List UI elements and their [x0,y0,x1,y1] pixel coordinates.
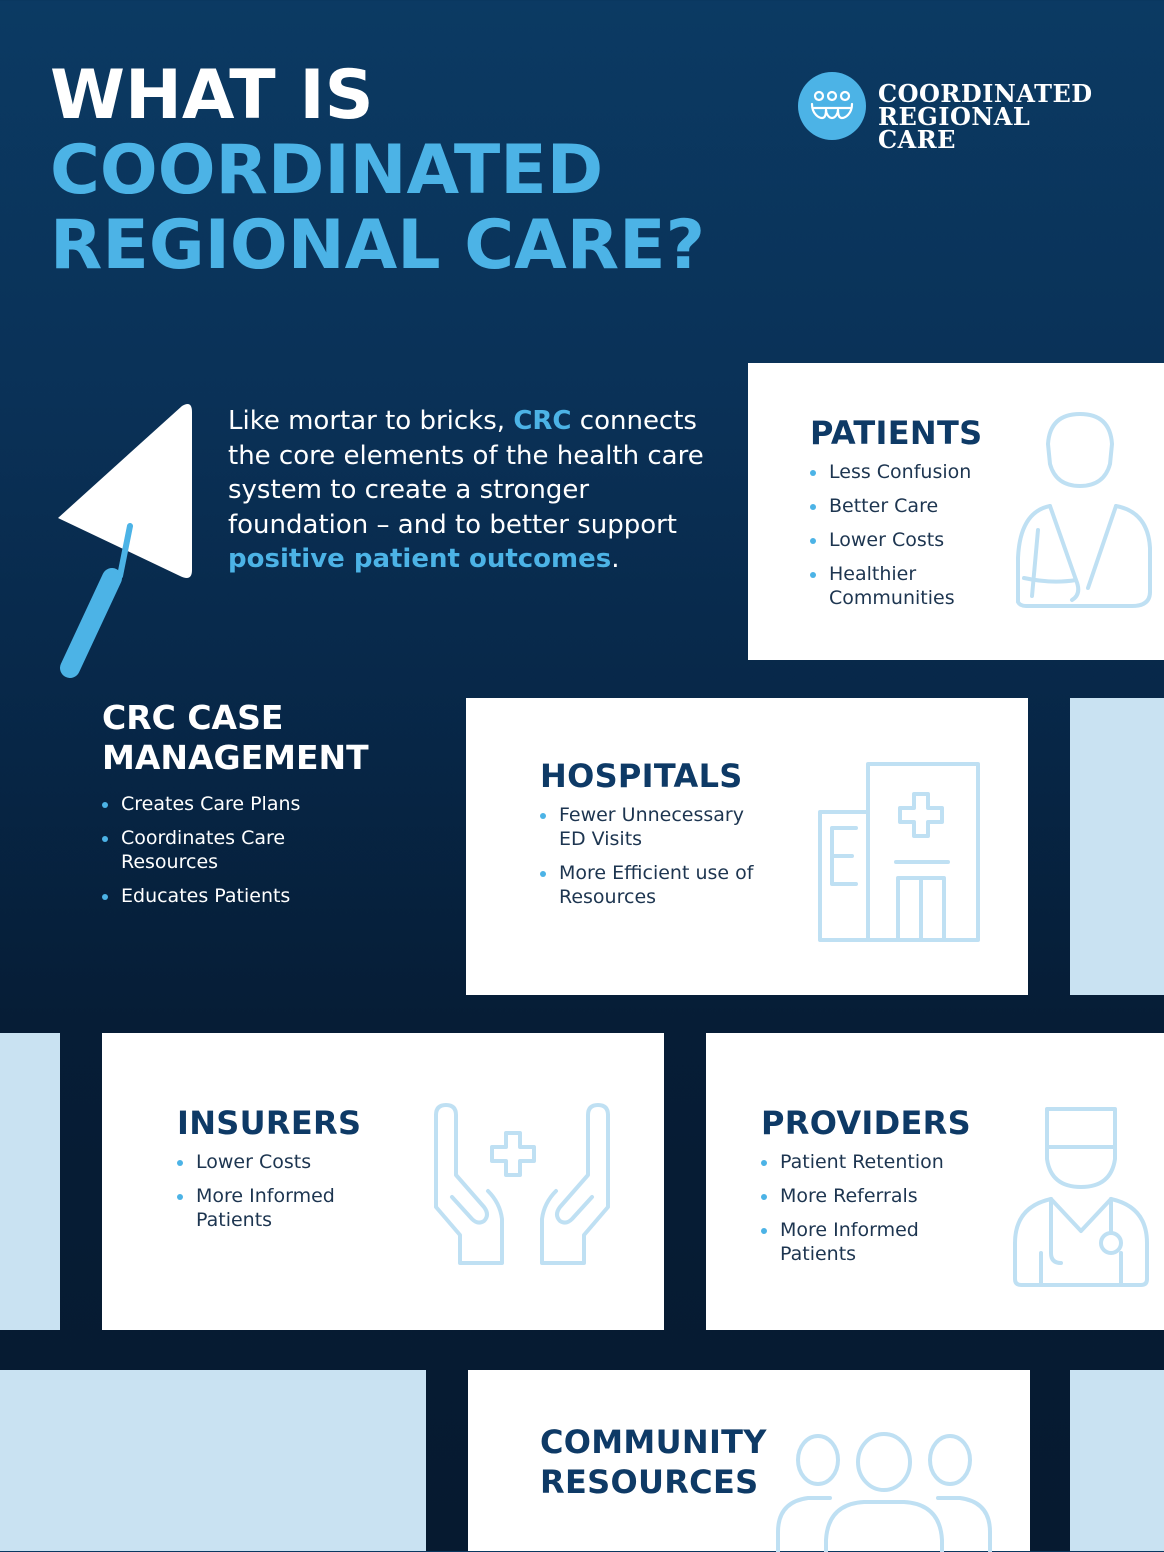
group-of-people-icon [776,1432,992,1552]
case-title-line-2: MANAGEMENT [102,738,369,777]
intro-highlight: positive patient outcomes [228,544,612,574]
providers-card: PROVIDERS Patient Retention More Referra… [706,1033,1164,1330]
list-item: More Informed Patients [177,1184,356,1232]
list-item: Less Confusion [810,460,985,484]
providers-title: PROVIDERS [761,1104,971,1142]
decorative-brick [0,1033,60,1330]
case-title-line-1: CRC CASE [102,698,284,737]
case-management-section: CRC CASE MANAGEMENT Creates Care Plans C… [102,698,422,918]
hospitals-list: Fewer Unnecessary ED Visits More Efficie… [540,803,780,919]
intro-text-1: Like mortar to bricks, [228,406,514,436]
community-card: COMMUNITY RESOURCES [468,1370,1030,1552]
patient-with-sling-icon [1016,412,1152,608]
insurers-card: INSURERS Lower Costs More Informed Patie… [102,1033,664,1330]
title-line-2: COORDINATED [50,131,604,210]
logo-wordmark: COORDINATED REGIONAL CARE [878,79,1098,154]
page-title: WHAT IS COORDINATED REGIONAL CARE? [50,58,705,283]
intro-text-2: connects the core elements of the health… [228,406,704,540]
intro-crc: CRC [513,406,572,436]
doctor-with-stethoscope-icon [1013,1107,1149,1287]
hospitals-title: HOSPITALS [540,757,743,795]
community-title: COMMUNITY RESOURCES [540,1422,767,1502]
community-title-line-2: RESOURCES [540,1463,759,1501]
list-item: Fewer Unnecessary ED Visits [540,803,759,851]
list-item: More Referrals [761,1184,961,1208]
case-management-list: Creates Care Plans Coordinates Care Reso… [102,792,422,908]
decorative-brick [1070,1370,1164,1551]
list-item: Better Care [810,494,985,518]
providers-list: Patient Retention More Referrals More In… [761,1150,961,1276]
list-item: Patient Retention [761,1150,961,1174]
insurers-title: INSURERS [177,1104,362,1142]
intro-text-3: . [611,544,620,574]
hands-with-cross-icon [434,1103,610,1265]
hospital-building-icon [818,762,980,942]
patients-list: Less Confusion Better Care Lower Costs H… [810,460,985,620]
title-line-3: REGIONAL CARE? [50,206,706,285]
list-item: More Informed Patients [761,1218,940,1266]
decorative-brick [0,1370,426,1551]
intro-paragraph: Like mortar to bricks, CRC connects the … [228,404,728,577]
list-item: Educates Patients [102,884,422,908]
trowel-icon [58,404,192,678]
case-management-title: CRC CASE MANAGEMENT [102,698,422,778]
hospitals-card: HOSPITALS Fewer Unnecessary ED Visits Mo… [466,698,1028,995]
logo-line-1: COORDINATED [878,79,1093,108]
list-item: More Efficient use of Resources [540,861,774,909]
list-item: Lower Costs [177,1150,377,1174]
insurers-list: Lower Costs More Informed Patients [177,1150,377,1242]
community-title-line-1: COMMUNITY [540,1423,767,1461]
patients-title: PATIENTS [810,414,983,452]
patients-card: PATIENTS Less Confusion Better Care Lowe… [748,363,1164,660]
three-people-hearts-icon [798,72,866,140]
list-item: Coordinates Care Resources [102,826,321,874]
brand-logo: COORDINATED REGIONAL CARE [798,72,1098,152]
list-item: Creates Care Plans [102,792,422,816]
logo-line-2: REGIONAL CARE [878,102,1031,154]
list-item: Lower Costs [810,528,985,552]
title-line-1: WHAT IS [50,56,374,135]
list-item: Healthier Communities [810,562,969,610]
decorative-brick [1070,698,1164,995]
